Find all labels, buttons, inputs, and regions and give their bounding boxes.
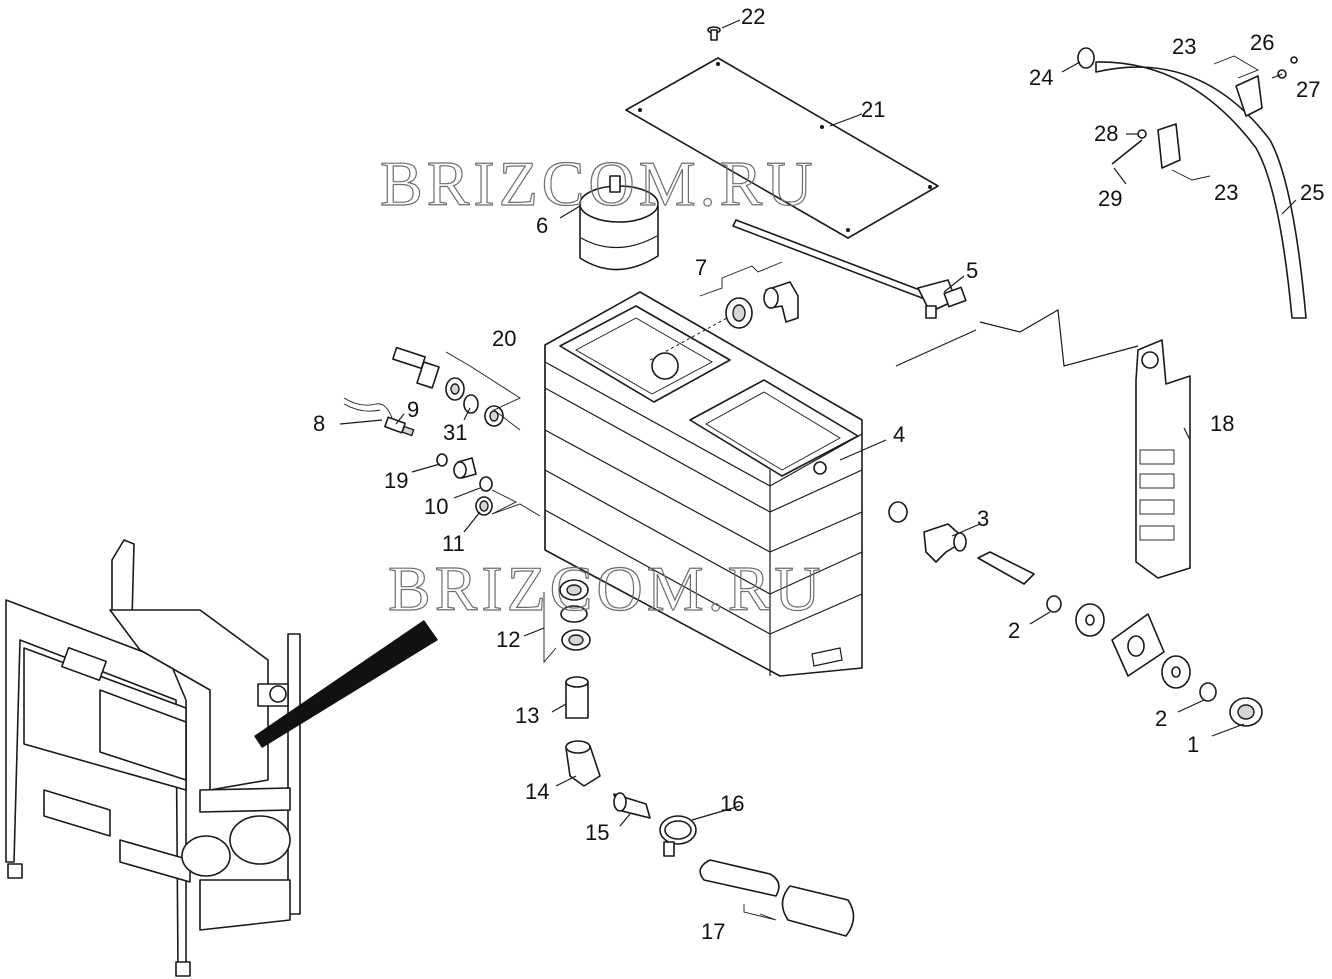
callout-23b: 23 [1214, 180, 1238, 205]
callout-21: 21 [861, 97, 885, 122]
overflow-bracket-18 [895, 309, 1191, 579]
callout-25: 25 [1300, 180, 1324, 205]
callout-23a: 23 [1172, 34, 1196, 59]
callout-18: 18 [1210, 411, 1234, 436]
level-sensor-20 [392, 346, 521, 431]
callout-16: 16 [720, 791, 744, 816]
callout-22: 22 [741, 4, 765, 29]
elbow-fitting-7 [699, 261, 799, 329]
callout-5: 5 [966, 258, 978, 283]
callout-3: 3 [977, 506, 989, 531]
callout-20: 20 [492, 326, 516, 351]
callout-labels: 1 2 2 3 4 5 6 7 8 9 10 11 12 13 14 15 16… [313, 4, 1324, 944]
tank-body-4 [544, 291, 863, 677]
screw-22 [707, 26, 721, 41]
callout-27: 27 [1296, 77, 1320, 102]
outlet-assembly [543, 579, 855, 937]
callout-17: 17 [701, 919, 725, 944]
expansion-vessel-6 [579, 175, 659, 271]
leader-lines [339, 19, 1297, 827]
float-valve-5 [732, 219, 967, 319]
callout-11: 11 [442, 531, 465, 556]
callout-2b: 2 [1155, 706, 1167, 731]
pipe-assembly-25 [1077, 47, 1307, 319]
callout-4: 4 [893, 422, 905, 447]
callout-13: 13 [515, 703, 539, 728]
callout-2a: 2 [1008, 618, 1020, 643]
callout-31: 31 [443, 420, 467, 445]
callout-19: 19 [384, 468, 408, 493]
machine-frame-inset [5, 539, 438, 977]
callout-28: 28 [1094, 121, 1118, 146]
callout-24: 24 [1029, 65, 1053, 90]
watermark-bottom: BRIZCOM.RU [388, 553, 825, 624]
cover-plate-21 [625, 57, 939, 239]
watermark-top: BRIZCOM.RU [380, 148, 817, 219]
outlet-fittings-1-2-3 [888, 501, 1263, 727]
callout-8: 8 [313, 411, 325, 436]
callout-9: 9 [407, 397, 419, 422]
callout-15: 15 [585, 820, 609, 845]
fittings-19-10-11 [436, 453, 541, 517]
callout-12: 12 [496, 627, 520, 652]
callout-6: 6 [536, 213, 548, 238]
callout-10: 10 [424, 494, 448, 519]
callout-1: 1 [1187, 732, 1199, 757]
temperature-sensor-9 [343, 397, 415, 437]
callout-7: 7 [695, 255, 707, 280]
callout-29: 29 [1098, 186, 1122, 211]
callout-14: 14 [525, 779, 549, 804]
callout-26: 26 [1250, 30, 1274, 55]
